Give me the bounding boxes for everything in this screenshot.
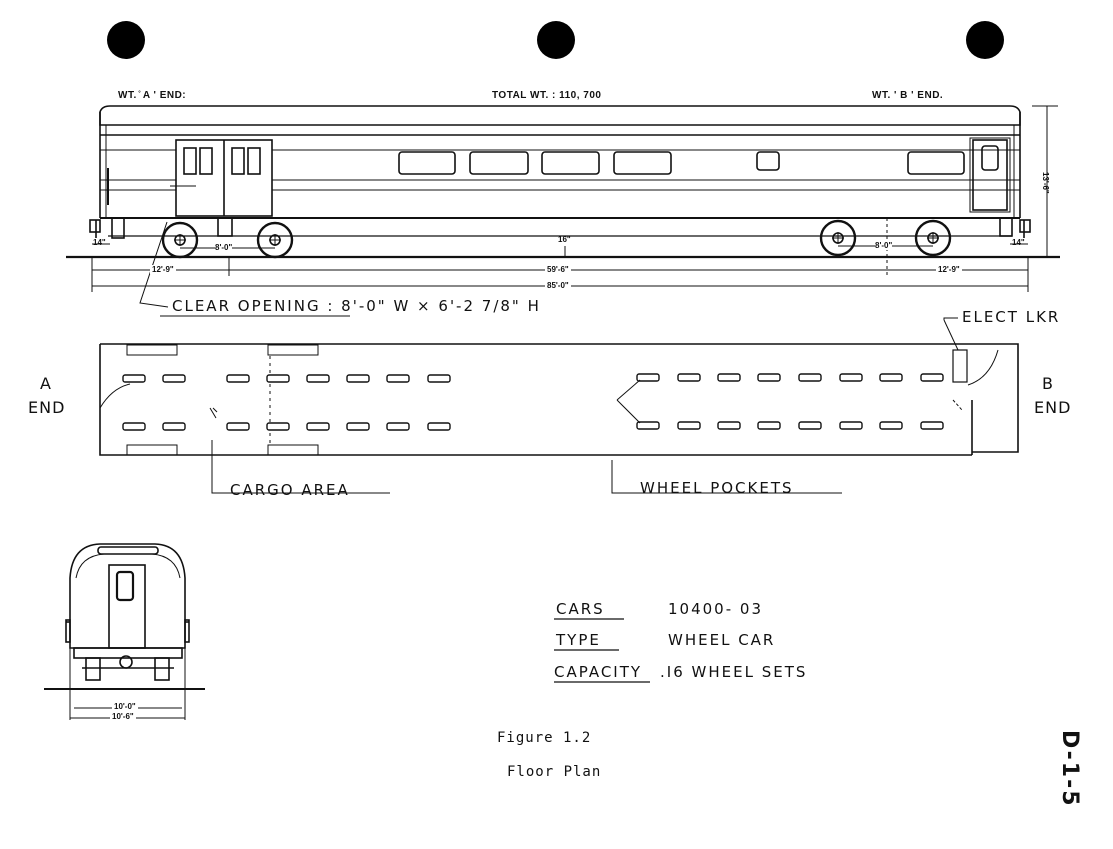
spec-cars-label: CARS [556, 600, 605, 618]
spec-type-value: WHEEL CAR [668, 631, 776, 649]
dim-overall-length: 85'-0" [545, 281, 571, 290]
spec-type-label: TYPE [556, 631, 601, 649]
dim-right-overhang: 14" [1012, 238, 1025, 247]
end-dim-outer: 10'-6" [110, 712, 136, 721]
dim-truck-centers: 59'-6" [545, 265, 571, 274]
figure-number: Figure 1.2 [497, 730, 592, 746]
spec-capacity-value: .I6 WHEEL SETS [660, 663, 808, 681]
binder-hole-center [537, 21, 575, 59]
dim-end-to-truck-a: 12'-9" [150, 265, 176, 274]
b-end-label-line1: B [1042, 374, 1054, 393]
weight-a-end-label: WT. ̊ A ' END: [118, 90, 187, 101]
clear-opening-note: CLEAR OPENING : 8'-0" W × 6'-2 7/8" H [172, 297, 541, 315]
dim-height: 13'-6" [1041, 172, 1050, 194]
b-end-label-line2: END [1034, 398, 1072, 417]
wheel-pockets-label: WHEEL POCKETS [640, 479, 794, 497]
cargo-area-label: CARGO AREA [230, 481, 350, 499]
spec-cars-value: 10400- 03 [668, 600, 763, 618]
binder-hole-right [966, 21, 1004, 59]
figure-title: Floor Plan [507, 764, 602, 780]
binder-hole-left [107, 21, 145, 59]
side-elevation [66, 105, 1060, 259]
floor-plan-leaders [160, 315, 959, 494]
floor-plan-outline [99, 343, 1019, 456]
page-identifier: D-1-5 [1057, 730, 1082, 808]
spec-capacity-label: CAPACITY [554, 663, 643, 681]
end-elevation [44, 543, 205, 720]
total-weight-label: TOTAL WT. : 110, 700 [492, 90, 602, 101]
weight-b-end-label: WT. ' B ' END. [872, 90, 944, 101]
dim-center-mark: 16" [558, 235, 571, 244]
end-dim-inner: 10'-0" [112, 702, 138, 711]
spec-underlines [554, 618, 650, 683]
a-end-label-line2: END [28, 398, 66, 417]
a-end-label-line1: A [40, 374, 52, 393]
dim-end-to-truck-b: 12'-9" [936, 265, 962, 274]
elect-locker-label: ELECT LKR [962, 308, 1061, 326]
dim-truck-a-wheelbase: 8'-0" [215, 243, 233, 252]
wheel-pocket-slots [122, 373, 944, 431]
dim-truck-b-wheelbase: 8'-0" [875, 241, 893, 250]
dim-left-overhang: 14" [93, 238, 106, 247]
